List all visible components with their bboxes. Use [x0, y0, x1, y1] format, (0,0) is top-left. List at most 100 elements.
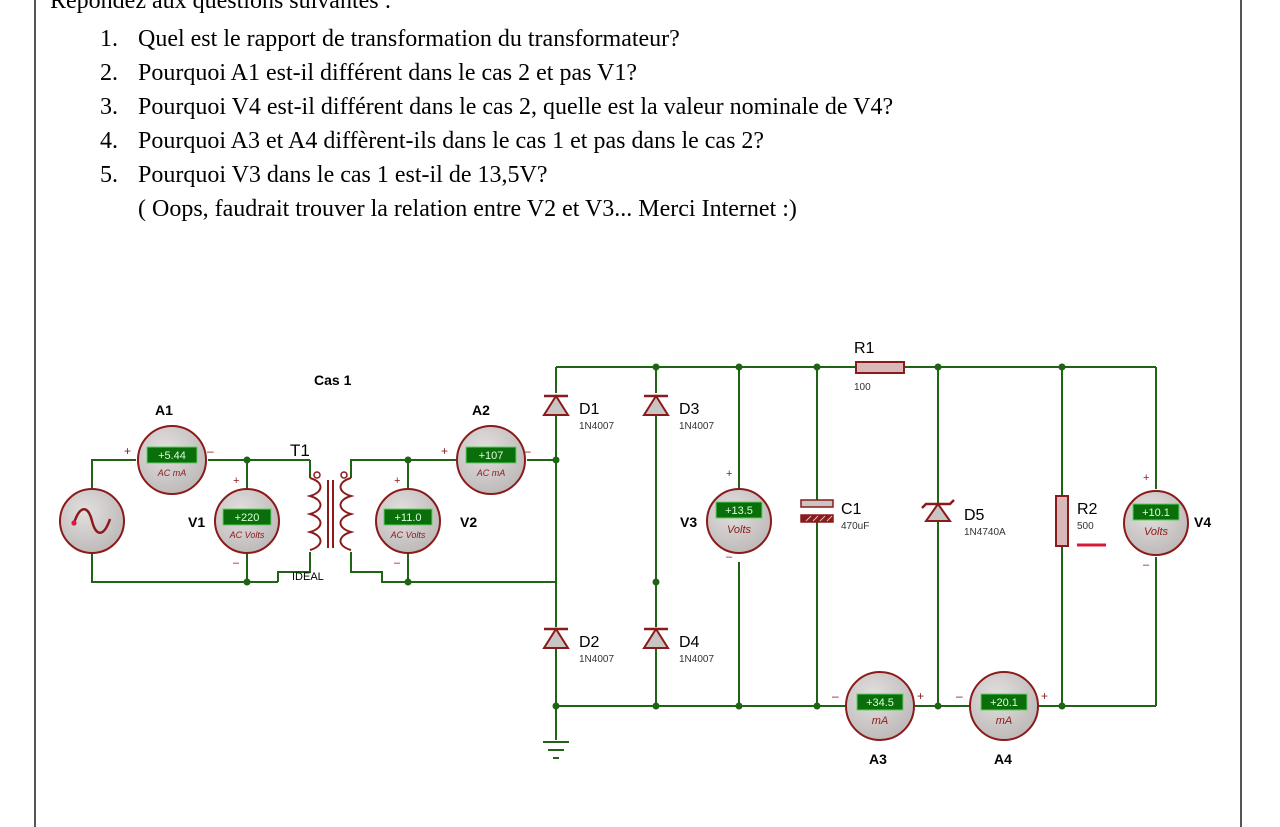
diode-d3-part: 1N4007 — [679, 421, 714, 432]
junctions — [243, 363, 1066, 710]
meter-v1-value: +220 — [235, 512, 260, 524]
question-4: 4. Pourquoi A3 et A4 diffèrent-ils dans l… — [100, 128, 764, 155]
question-note-text: ( Oops, faudrait trouver la relation ent… — [138, 196, 797, 222]
meter-v4-label: V4 — [1194, 514, 1211, 530]
capacitor-c1-name: C1 — [841, 501, 862, 518]
diode-d1: D1 1N4007 — [542, 394, 614, 432]
meter-a2-unit: AC mA — [476, 468, 506, 478]
meter-a4-unit: mA — [996, 715, 1013, 727]
meter-a2-plus: + — [441, 444, 448, 458]
transformer-type: IDEAL — [292, 571, 324, 583]
meter-a3-unit: mA — [872, 715, 889, 727]
resistor-r2-name: R2 — [1077, 501, 1098, 518]
meter-v4-unit: Volts — [1144, 526, 1169, 538]
meter-a2-label: A2 — [472, 402, 490, 418]
meter-a4-label: A4 — [994, 751, 1012, 767]
ground-symbol — [543, 741, 569, 759]
meter-a2-minus: – — [524, 444, 531, 458]
question-note: ( Oops, faudrait trouver la relation ent… — [138, 196, 797, 223]
resistor-r2-value: 500 — [1077, 521, 1094, 532]
meter-a2: +107 AC mA A2 + – — [441, 402, 531, 495]
meter-a1: +5.44 AC mA A1 + – — [124, 402, 214, 495]
question-text: Pourquoi V4 est-il différent dans le cas… — [138, 94, 894, 120]
diode-d3-name: D3 — [679, 401, 700, 418]
meter-v2-label: V2 — [460, 514, 477, 530]
questions-intro: Répondez aux questions suivantes : — [50, 0, 392, 14]
wires — [91, 366, 1157, 740]
question-1: 1. Quel est le rapport de transformation … — [100, 26, 680, 53]
meter-v3: +13.5 Volts V3 + – — [680, 468, 772, 563]
diode-d2-name: D2 — [579, 634, 600, 651]
meter-a4-value: +20.1 — [990, 697, 1018, 709]
resistor-r1-name: R1 — [854, 340, 875, 357]
question-3: 3. Pourquoi V4 est-il différent dans le c… — [100, 94, 893, 121]
meter-v1-unit: AC Volts — [229, 530, 265, 540]
question-number: 1. — [100, 26, 118, 52]
question-text: Pourquoi A1 est-il différent dans le cas… — [138, 60, 638, 86]
meter-v4-value: +10.1 — [1142, 507, 1170, 519]
question-text: Quel est le rapport de transformation du… — [138, 26, 680, 52]
meter-v4-minus: – — [1143, 559, 1150, 571]
meter-a3-value: +34.5 — [866, 697, 894, 709]
diode-d2: D2 1N4007 — [542, 627, 614, 665]
meter-a4-plus: + — [1041, 689, 1048, 703]
zener-diode-d5: D5 1N4740A — [921, 499, 1006, 538]
diode-d3: D3 1N4007 — [642, 394, 714, 432]
meter-v1: +220 AC Volts V1 + – — [188, 475, 280, 569]
transformer-t1 — [306, 471, 355, 551]
meter-v3-value: +13.5 — [725, 505, 753, 517]
meter-v3-minus: – — [726, 551, 733, 563]
meter-a3: +34.5 mA A3 – + — [832, 671, 924, 767]
case-label: Cas 1 — [314, 372, 352, 388]
meter-v3-unit: Volts — [727, 524, 752, 536]
meter-v3-label: V3 — [680, 514, 697, 530]
question-number: 4. — [100, 128, 118, 154]
resistor-r2: R2 500 — [1055, 495, 1106, 547]
meter-v1-label: V1 — [188, 514, 205, 530]
meter-v2-minus: – — [394, 557, 401, 569]
diode-d5-part: 1N4740A — [964, 527, 1006, 538]
meter-a1-value: +5.44 — [158, 450, 186, 462]
meter-a1-label: A1 — [155, 402, 173, 418]
meter-a2-value: +107 — [479, 450, 504, 462]
resistor-r1: R1 100 — [854, 340, 905, 393]
meter-v1-minus: – — [233, 557, 240, 569]
question-number: 3. — [100, 94, 118, 120]
meter-a4: +20.1 mA A4 – + — [956, 671, 1048, 767]
transformer-name: T1 — [290, 441, 310, 460]
meter-v1-plus: + — [233, 475, 239, 487]
question-number: 5. — [100, 162, 118, 188]
question-2: 2. Pourquoi A1 est-il différent dans le c… — [100, 60, 637, 87]
meter-a3-plus: + — [917, 689, 924, 703]
diode-d2-part: 1N4007 — [579, 654, 614, 665]
meter-a3-label: A3 — [869, 751, 887, 767]
question-5: 5. Pourquoi V3 dans le cas 1 est-il de 13… — [100, 162, 548, 189]
meter-a4-minus: – — [956, 689, 963, 703]
diode-d4: D4 1N4007 — [642, 627, 714, 665]
meter-v2-value: +11.0 — [394, 512, 421, 524]
question-text: Pourquoi V3 dans le cas 1 est-il de 13,5… — [138, 162, 548, 188]
meter-v2: +11.0 AC Volts V2 + – — [375, 475, 477, 569]
question-text: Pourquoi A3 et A4 diffèrent-ils dans le … — [138, 128, 765, 154]
diode-d4-name: D4 — [679, 634, 700, 651]
meter-v2-unit: AC Volts — [390, 530, 426, 540]
meter-v2-plus: + — [394, 475, 400, 487]
meter-a1-unit: AC mA — [157, 468, 187, 478]
meter-a3-minus: – — [832, 689, 839, 703]
ac-source — [59, 488, 125, 554]
diode-d1-name: D1 — [579, 401, 600, 418]
meter-v4: +10.1 Volts V4 + – — [1123, 472, 1211, 571]
diode-d4-part: 1N4007 — [679, 654, 714, 665]
meter-a1-minus: – — [207, 444, 214, 458]
resistor-r1-value: 100 — [854, 382, 871, 393]
diode-d5-name: D5 — [964, 507, 985, 524]
question-number: 2. — [100, 60, 118, 86]
diode-d1-part: 1N4007 — [579, 421, 614, 432]
meter-v4-plus: + — [1143, 472, 1149, 484]
meter-a1-plus: + — [124, 444, 131, 458]
capacitor-c1: C1 470uF — [800, 499, 869, 532]
capacitor-c1-value: 470uF — [841, 521, 869, 532]
meter-v3-plus: + — [726, 468, 732, 480]
